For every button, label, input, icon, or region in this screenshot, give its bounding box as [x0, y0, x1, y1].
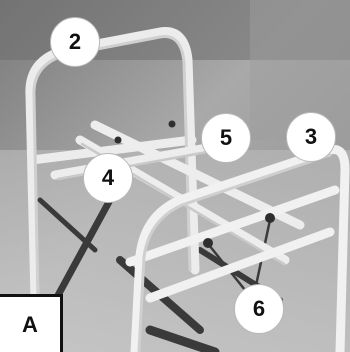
callout-3: 3: [286, 112, 336, 162]
callout-2: 2: [50, 17, 100, 67]
callout-6: 6: [234, 284, 284, 334]
callout-4: 4: [83, 153, 133, 203]
panel-label: A: [0, 294, 63, 352]
callout-5: 5: [201, 113, 251, 163]
